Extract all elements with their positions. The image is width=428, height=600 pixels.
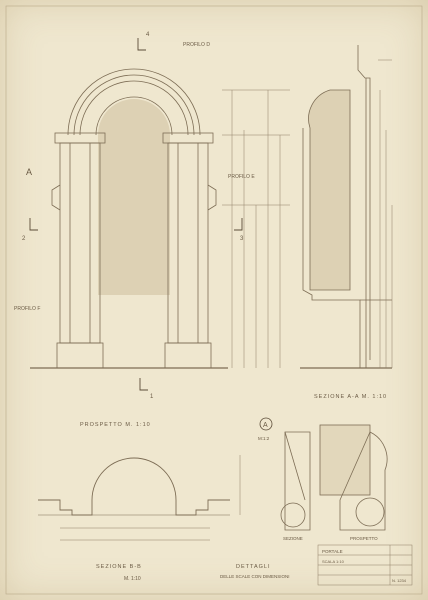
title-stamp: N. 1234 xyxy=(392,578,407,583)
profilo-d: PROFILO D xyxy=(183,42,210,48)
arch-outer xyxy=(67,68,201,136)
right-bracket xyxy=(207,184,217,211)
section-outer xyxy=(357,45,371,360)
dettagli-caption-1: DETTAGLI xyxy=(236,564,271,570)
section-dimensions xyxy=(378,59,393,368)
arch-soffit xyxy=(95,96,173,136)
sezione-bb-caption-2: M. 1:10 xyxy=(124,576,141,582)
section-profile xyxy=(302,128,361,368)
detail-sezione: SEZIONE xyxy=(283,536,303,541)
sheet-border xyxy=(5,5,423,595)
side-section xyxy=(300,45,392,369)
detail-prospetto: PROSPETTO xyxy=(350,536,378,541)
plan-section xyxy=(38,457,230,516)
opening-shade xyxy=(98,99,170,295)
portal-letter: A xyxy=(26,167,32,177)
arch-inner xyxy=(79,80,189,136)
cut-markers xyxy=(29,38,243,391)
title-line-1: PORTALE xyxy=(322,549,343,554)
cut-label-3: 3 xyxy=(240,236,244,242)
sezione-bb-caption-1: SEZIONE B-B xyxy=(96,564,142,570)
title-line-2: SCALA 1:10 xyxy=(322,559,345,564)
profilo-f: PROFILO F xyxy=(14,306,40,312)
profilo-e: PROFILO E xyxy=(228,174,255,180)
elevation-dimensions xyxy=(222,89,290,368)
front-elevation xyxy=(30,68,228,369)
prospetto-caption: PROSPETTO M. 1:10 xyxy=(80,422,151,428)
section-niche xyxy=(308,89,351,291)
right-base xyxy=(164,342,212,369)
detail-letter: A xyxy=(263,422,268,429)
left-pilaster xyxy=(59,142,101,344)
arch-mid xyxy=(73,74,195,136)
left-bracket xyxy=(51,184,61,211)
detail-drawing xyxy=(280,424,388,531)
detail-marker-circle xyxy=(259,417,273,431)
cut-label-1: 1 xyxy=(150,394,154,400)
sezione-aa-caption: SEZIONE A-A M. 1:10 xyxy=(314,394,387,400)
cut-label-4: 4 xyxy=(146,32,150,38)
right-pilaster xyxy=(167,142,209,344)
plan-dimensions xyxy=(60,455,241,541)
cut-label-2: 2 xyxy=(22,236,26,242)
detail-scale: M:1:2 xyxy=(258,436,270,441)
title-block xyxy=(317,544,413,586)
left-base xyxy=(56,342,104,369)
dettagli-caption-2: DELLE SCALE CON DIMENSIONI xyxy=(220,574,290,579)
plan-outline xyxy=(38,457,230,516)
